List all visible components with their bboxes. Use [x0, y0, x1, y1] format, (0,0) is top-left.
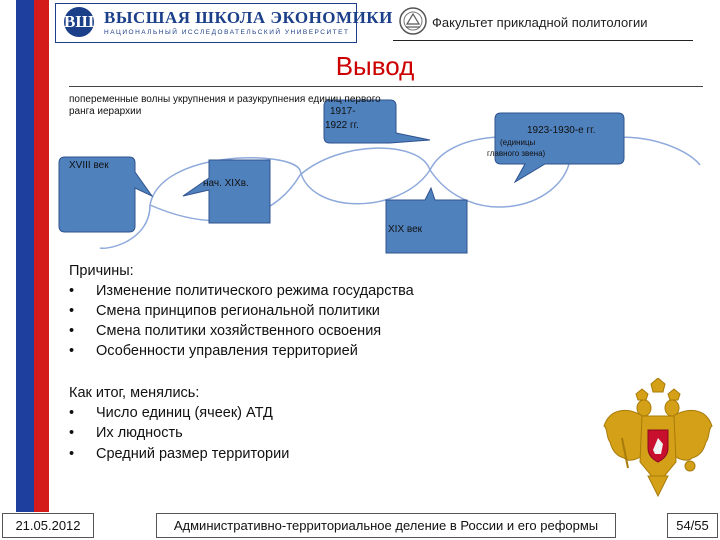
hse-logo-emblem-icon: ВШ: [64, 7, 94, 37]
callout-1917-label-1: 1917-: [330, 106, 356, 117]
reason-text: Особенности управления территорией: [96, 343, 358, 359]
slide-title: Вывод: [335, 51, 415, 81]
bullet-icon: •: [69, 425, 75, 441]
callout-18: [58, 156, 154, 233]
reason-item: • Особенности управления территорией: [69, 341, 358, 362]
reasons-heading: Причины:: [69, 263, 134, 279]
callout-1917-label-2: 1922 гг.: [325, 120, 359, 131]
results-heading: Как итог, менялись:: [69, 385, 200, 401]
bullet-icon: •: [69, 343, 75, 359]
hse-logo: ВШ ВЫСШАЯ ШКОЛА ЭКОНОМИКИ НАЦИОНАЛЬНЫЙ И…: [55, 3, 392, 43]
result-item: • Средний размер территории: [69, 444, 289, 465]
reason-text: Изменение политического режима государст…: [96, 283, 414, 299]
callout-19-early-label: нач. XIXв.: [203, 178, 249, 189]
footer-date: 21.05.2012: [2, 513, 94, 538]
title-underline: [69, 86, 703, 87]
intro-line-2: ранга иерархии: [69, 106, 142, 117]
result-text: Их людность: [96, 425, 183, 441]
bullet-icon: •: [69, 303, 75, 319]
intro-line-1: попеременные волны укрупнения и разукруп…: [69, 94, 381, 105]
left-stripe-blue: [16, 0, 34, 512]
wave-line: [99, 204, 151, 249]
bullet-icon: •: [69, 283, 75, 299]
bullet-icon: •: [69, 323, 75, 339]
result-text: Число единиц (ячеек) АТД: [96, 405, 273, 421]
russian-coat-of-arms-icon: [603, 378, 713, 498]
callout-1923: [494, 112, 625, 184]
bullet-icon: •: [69, 405, 75, 421]
header-divider: [393, 40, 693, 41]
callout-19-early: [182, 159, 271, 224]
footer-page-number: 54/55: [667, 513, 718, 538]
faculty-name: Факультет прикладной политологии: [432, 15, 648, 30]
callout-1923-note-2: главного звена): [487, 149, 546, 158]
reason-item: • Смена принципов региональной политики: [69, 301, 380, 322]
callout-19: [385, 186, 468, 254]
faculty-emblem-icon: [399, 7, 427, 35]
callout-1923-label: 1923-1930-е гг.: [527, 125, 596, 136]
callout-1923-note-1: (единицы: [500, 138, 536, 147]
reason-item: • Смена политики хозяйственного освоения: [69, 321, 381, 342]
hse-logo-subtitle: НАЦИОНАЛЬНЫЙ ИССЛЕДОВАТЕЛЬСКИЙ УНИВЕРСИТ…: [104, 29, 350, 36]
wave-line: [299, 136, 701, 208]
hse-logo-title: ВЫСШАЯ ШКОЛА ЭКОНОМИКИ: [104, 8, 393, 27]
bullet-icon: •: [69, 446, 75, 462]
result-text: Средний размер территории: [96, 446, 290, 462]
callout-19-label: XIX век: [388, 224, 423, 235]
reason-item: • Изменение политического режима государс…: [69, 281, 414, 302]
reason-text: Смена политики хозяйственного освоения: [96, 323, 382, 339]
callout-1917: [323, 99, 431, 144]
result-item: • Их людность: [69, 423, 183, 444]
result-item: • Число единиц (ячеек) АТД: [69, 403, 273, 424]
footer-subject: Административно-территориальное деление …: [156, 513, 616, 538]
reason-text: Смена принципов региональной политики: [96, 303, 380, 319]
left-stripe-red: [34, 0, 49, 512]
callout-18-label: XVIII век: [69, 160, 109, 171]
